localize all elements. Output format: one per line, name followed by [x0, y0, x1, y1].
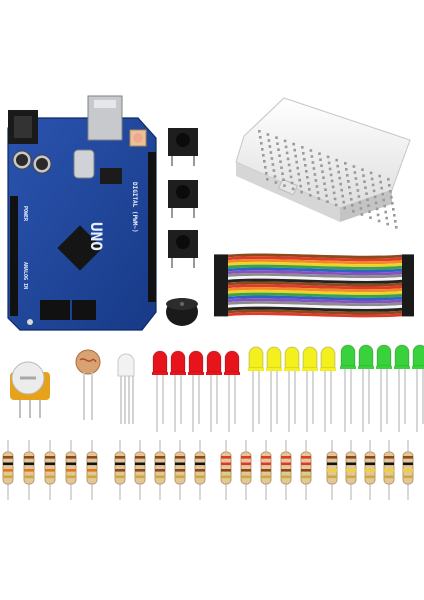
- jumper-wire: [214, 298, 414, 304]
- led: [224, 350, 240, 432]
- resistor: [154, 440, 166, 500]
- led-groups: [152, 344, 424, 432]
- jumper-wire: [214, 295, 414, 301]
- jumper-wire: [214, 287, 414, 293]
- jumper-wire: [214, 306, 414, 312]
- resistor: [174, 440, 186, 500]
- jumper-wire: [214, 253, 414, 259]
- led: [266, 346, 282, 432]
- resistor: [114, 440, 126, 500]
- jumper-wire: [214, 292, 414, 298]
- buzzer: [166, 298, 198, 326]
- resistor: [194, 440, 206, 500]
- led: [188, 350, 204, 432]
- resistor: [23, 440, 35, 500]
- led: [284, 346, 300, 432]
- resistor: [86, 440, 98, 500]
- resistor: [326, 440, 338, 500]
- resistor: [402, 440, 414, 500]
- jumper-wire: [214, 284, 414, 290]
- resistor: [2, 440, 14, 500]
- jumper-wire: [214, 309, 414, 315]
- jumper-wire: [214, 289, 414, 295]
- jumper-wire: [214, 301, 414, 307]
- push-button-1: [168, 128, 198, 166]
- board-label-digital: DIGITAL (PWM~): [131, 182, 138, 233]
- led: [302, 346, 318, 432]
- rgb-led: [117, 353, 135, 424]
- board-label-uno: UNO: [87, 222, 106, 251]
- resistor: [240, 440, 252, 500]
- push-button-2: [168, 180, 198, 218]
- jumper-wire: [214, 273, 414, 279]
- resistor: [345, 440, 357, 500]
- jumper-wire: [214, 278, 414, 284]
- photoresistor: [75, 349, 101, 420]
- led: [376, 344, 392, 432]
- resistor: [220, 440, 232, 500]
- jumper-wire: [214, 312, 414, 318]
- jumper-wire: [214, 281, 414, 287]
- led: [206, 350, 222, 432]
- board-label-analog: ANALOG IN: [22, 262, 28, 290]
- resistor: [44, 440, 56, 500]
- jumper-wire: [214, 267, 414, 273]
- resistor: [300, 440, 312, 500]
- jumper-wire: [214, 259, 414, 265]
- resistor-groups: [2, 440, 414, 500]
- resistor: [364, 440, 376, 500]
- board-label-power: POWER: [22, 206, 28, 222]
- resistor: [260, 440, 272, 500]
- jumper-wires: [214, 253, 414, 318]
- potentiometer: [10, 361, 50, 418]
- jumper-wire: [214, 256, 414, 262]
- led: [248, 346, 264, 432]
- led: [152, 350, 168, 432]
- push-buttons: [168, 128, 198, 268]
- push-button-3: [168, 230, 198, 268]
- led: [320, 346, 336, 432]
- led: [358, 344, 374, 432]
- led: [340, 344, 356, 432]
- resistor: [280, 440, 292, 500]
- led: [412, 344, 424, 432]
- led: [394, 344, 410, 432]
- mini-breadboard: [235, 97, 411, 229]
- jumper-wire: [214, 270, 414, 276]
- resistor: [134, 440, 146, 500]
- arduino-uno-board: [7, 95, 157, 331]
- jumper-wire: [214, 261, 414, 267]
- digital-header: [148, 152, 156, 302]
- power-analog-header: [10, 196, 18, 316]
- resistor: [383, 440, 395, 500]
- resistor: [65, 440, 77, 500]
- jumper-wire: [214, 303, 414, 309]
- jumper-wire: [214, 275, 414, 281]
- led: [170, 350, 186, 432]
- jumper-wire: [214, 264, 414, 270]
